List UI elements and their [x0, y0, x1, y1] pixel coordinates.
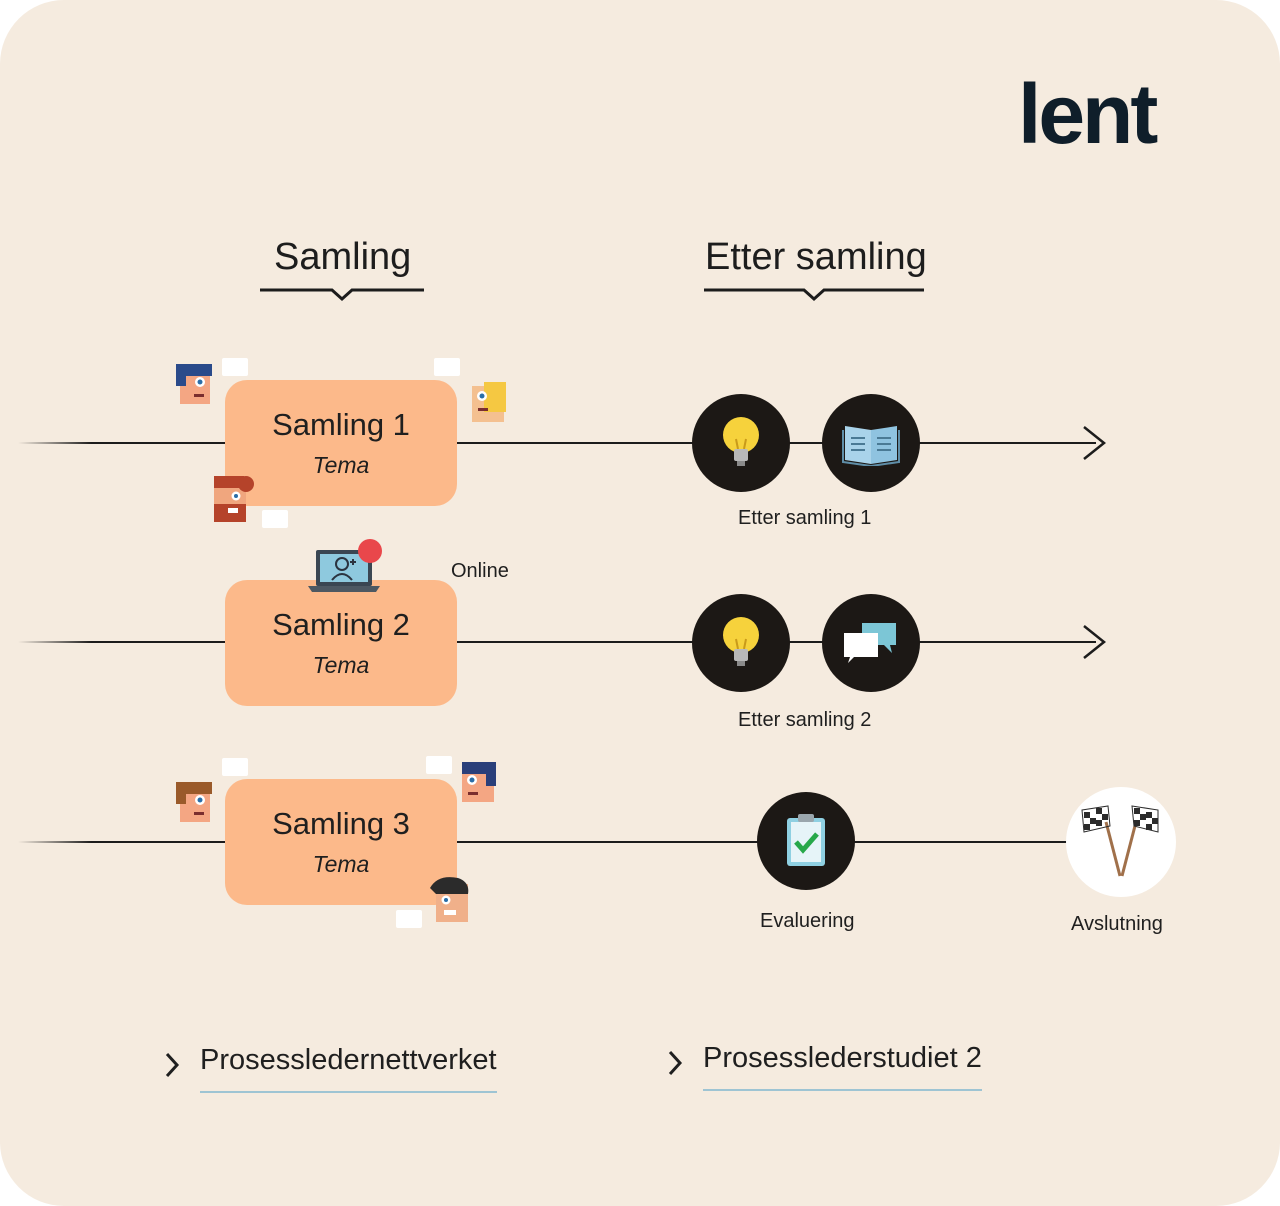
- speech-bubble-icon: [434, 358, 460, 376]
- online-label: Online: [451, 560, 509, 582]
- etter-samling-2-label: Etter samling 2: [738, 709, 872, 731]
- chat-circle: [822, 594, 920, 692]
- samling-header-underline: [260, 288, 424, 302]
- lightbulb-circle: [692, 394, 790, 492]
- link-prosessledernettverket[interactable]: Prosessledernettverket: [164, 1044, 497, 1093]
- avatar-icon: [430, 877, 469, 922]
- clipboard-check-icon: [787, 814, 825, 866]
- avatar-icon: [214, 476, 254, 522]
- speech-bubble-icon: [426, 756, 452, 774]
- speech-bubble-icon: [222, 358, 248, 376]
- evaluation-circle: [757, 792, 855, 890]
- samling-2-subtitle: Tema: [312, 652, 370, 679]
- link-label[interactable]: Prosessledernettverket: [200, 1044, 497, 1093]
- etter-samling-1-label: Etter samling 1: [738, 507, 872, 529]
- lightbulb-icon: [723, 617, 759, 666]
- etter-samling-header-underline: [704, 288, 924, 302]
- samling-2-box: Samling 2 Tema: [225, 580, 457, 706]
- avatar-icon: [472, 382, 506, 422]
- timeline-row2-lead: [18, 641, 228, 643]
- lightbulb-icon: [723, 417, 759, 466]
- link-prosesslederstudiet-2[interactable]: Prosesslederstudiet 2: [667, 1042, 982, 1091]
- link-label[interactable]: Prosesslederstudiet 2: [703, 1042, 982, 1091]
- samling-1-subtitle: Tema: [312, 452, 370, 479]
- avslutning-label: Avslutning: [1071, 913, 1163, 935]
- timeline-row3-lead: [18, 841, 228, 843]
- chevron-right-icon: [164, 1050, 180, 1087]
- samling-2-title: Samling 2: [272, 606, 410, 642]
- book-circle: [822, 394, 920, 492]
- samling-3-box: Samling 3 Tema: [225, 779, 457, 905]
- samling-3-title: Samling 3: [272, 805, 410, 841]
- finish-circle: [1066, 787, 1176, 897]
- speech-bubble-icon: [396, 910, 422, 928]
- column-header-etter-samling: Etter samling: [705, 236, 927, 278]
- column-header-samling: Samling: [274, 236, 412, 278]
- speech-bubble-icon: [222, 758, 248, 776]
- samling-3-subtitle: Tema: [312, 851, 370, 878]
- arrow-right-icon: [1083, 426, 1107, 460]
- checkered-flags-icon: [1081, 805, 1159, 877]
- avatar-icon: [462, 762, 496, 802]
- samling-1-title: Samling 1: [272, 406, 410, 442]
- lightbulb-circle: [692, 594, 790, 692]
- laptop-video-icon: [308, 539, 382, 592]
- chat-icon: [844, 623, 896, 663]
- arrow-right-icon: [1083, 625, 1107, 659]
- timeline-row1-lead: [18, 442, 228, 444]
- avatar-icon: [176, 364, 212, 404]
- lent-logo: lent: [1018, 67, 1158, 161]
- speech-bubble-icon: [262, 510, 288, 528]
- chevron-right-icon: [667, 1048, 683, 1085]
- evaluering-label: Evaluering: [760, 910, 855, 932]
- book-icon: [842, 426, 900, 466]
- avatar-icon: [176, 782, 212, 822]
- samling-1-box: Samling 1 Tema: [225, 380, 457, 506]
